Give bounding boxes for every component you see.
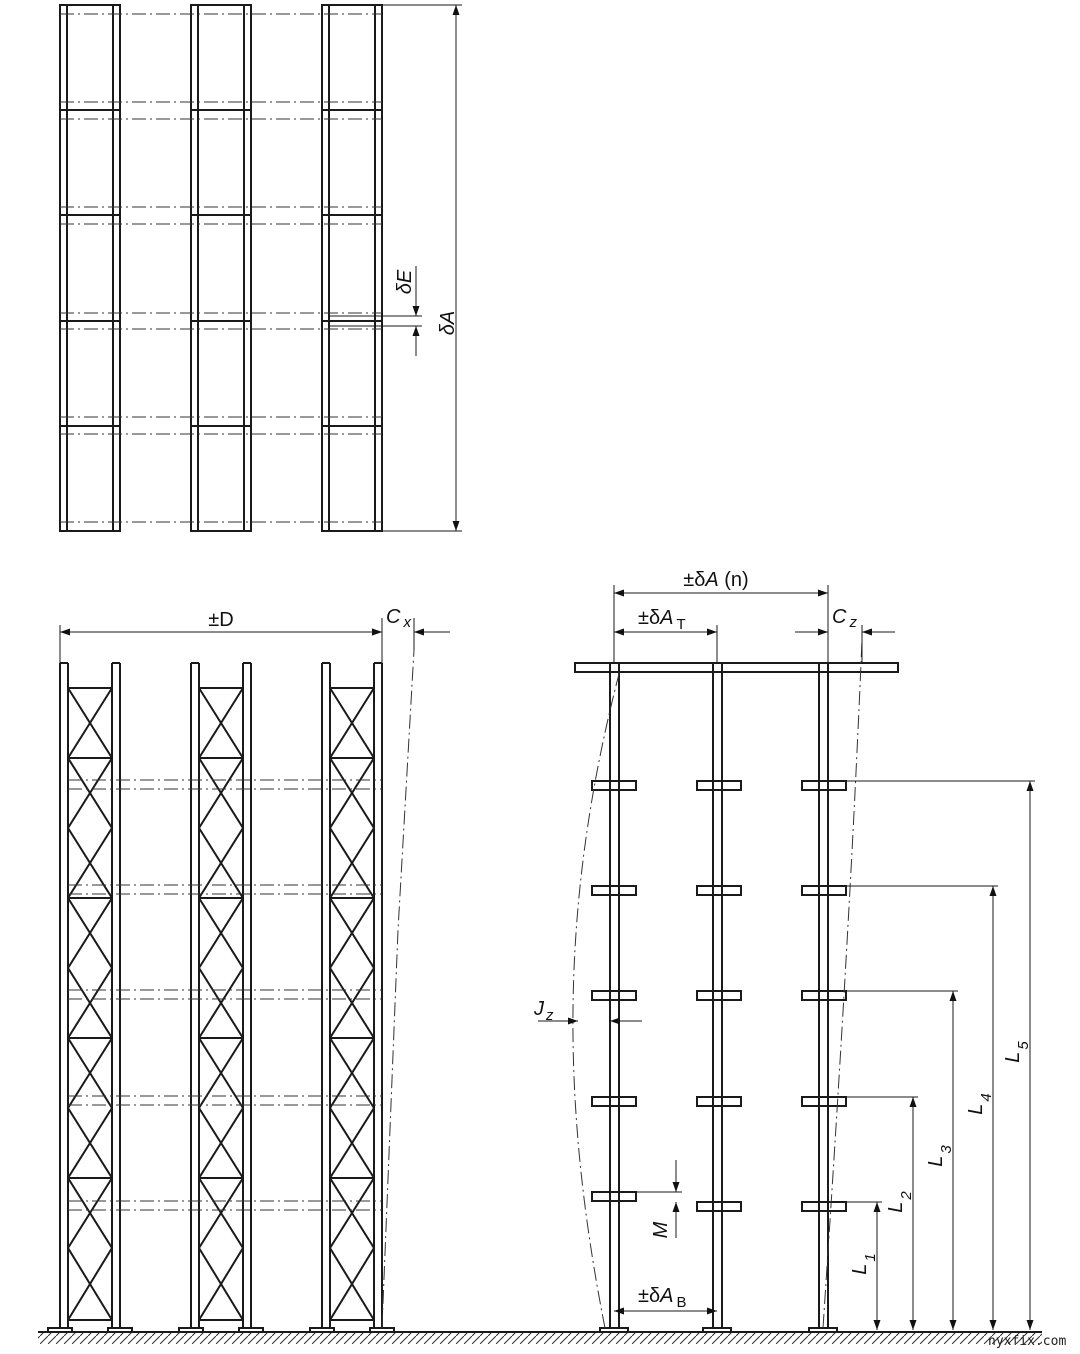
front-beam-lines xyxy=(68,779,382,1211)
top-tie-beam xyxy=(574,662,899,673)
front-frame-2 xyxy=(178,662,264,1333)
top-frame-3 xyxy=(321,4,383,532)
top-centerlines xyxy=(60,13,382,523)
top-view: δA δE xyxy=(59,4,462,532)
side-beams xyxy=(591,780,847,1212)
l2-label: L2 xyxy=(885,1191,915,1213)
side-upright-3 xyxy=(808,663,838,1333)
delta-e-label: δE xyxy=(394,269,416,294)
delta-a-label: δA xyxy=(437,311,459,335)
l4-label: L4 xyxy=(965,1093,995,1114)
dim-delta-a-n: ±δA (n) xyxy=(613,569,829,663)
front-frame-1 xyxy=(47,662,133,1333)
l1-label: L1 xyxy=(849,1253,879,1274)
l3-label: L3 xyxy=(925,1145,955,1167)
m-label: M xyxy=(650,1221,672,1238)
level-dimensions: L1 L2 L3 L4 L5 xyxy=(846,780,1035,1330)
top-frame-1 xyxy=(59,4,121,532)
watermark: nyxfix.com xyxy=(988,1334,1066,1349)
l5-label: L5 xyxy=(1002,1041,1032,1063)
ground xyxy=(38,1331,1042,1344)
dim-delta-A: δA xyxy=(382,4,462,532)
dim-delta-E: δE xyxy=(330,266,422,356)
delta-a-n-label: ±δA (n) xyxy=(683,569,748,591)
deflection-curves xyxy=(572,639,863,1329)
dim-plus-minus-D: ±D xyxy=(59,609,383,663)
side-upright-2 xyxy=(702,663,732,1333)
top-frame-2 xyxy=(190,4,252,532)
side-upright-1 xyxy=(599,663,629,1333)
dim-m: M xyxy=(636,1160,682,1238)
d-label: ±D xyxy=(208,609,233,631)
front-frame-3 xyxy=(309,662,395,1333)
